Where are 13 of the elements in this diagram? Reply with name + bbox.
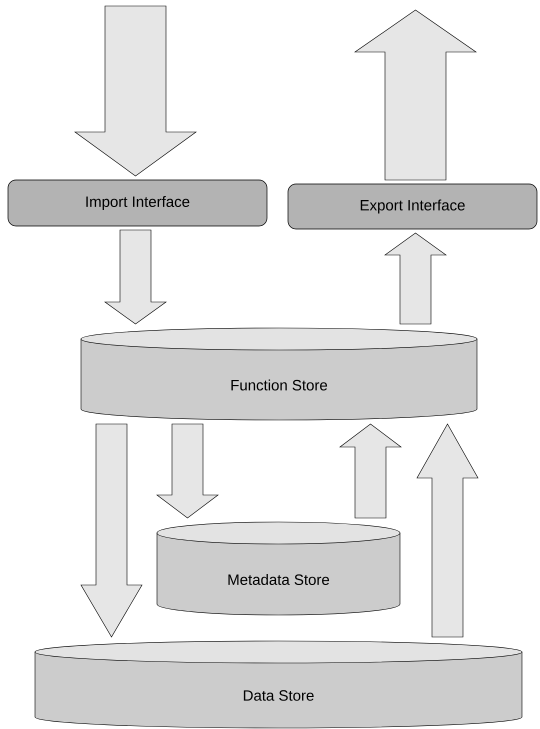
- block-arrow: [354, 10, 477, 180]
- block-arrow: [416, 423, 478, 638]
- block-arrow: [80, 424, 143, 638]
- block-arrow: [104, 230, 167, 324]
- block-arrow: [384, 232, 447, 324]
- interface-box: Import Interface: [8, 180, 268, 226]
- store-cylinder: Metadata Store: [156, 522, 400, 616]
- block-arrow: [74, 6, 197, 176]
- store-cylinder: Data Store: [34, 640, 522, 728]
- block-arrow: [156, 424, 219, 518]
- block-arrow: [339, 424, 402, 518]
- store-cylinder: Function Store: [80, 328, 478, 420]
- interface-box: Export Interface: [288, 184, 538, 230]
